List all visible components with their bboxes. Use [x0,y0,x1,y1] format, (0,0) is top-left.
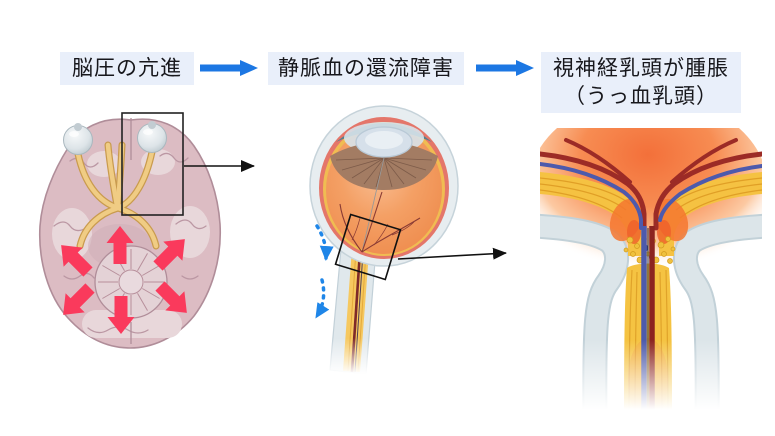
flow-arrow-icon [200,60,258,76]
retinal-vessels [540,138,762,231]
cerebellum [94,245,168,319]
ciliary-band [330,142,438,190]
flow-step-2-text: 静脈血の還流障害 [278,56,454,80]
brain-axial-illustration [38,118,222,349]
flow-step-1-label: 脳圧の亢進 [60,52,194,85]
flow-arrow-icon [476,60,534,76]
eye-globe [309,105,459,267]
nerve-sheath [540,213,762,422]
flow-step-3-text-line2: （うっ血乳頭） [564,84,718,108]
optic-disc-swelling-illustration [540,128,762,422]
flow-step-3-text-line1: 視神経乳頭が腫脹 [553,56,729,80]
flow-step-1-text: 脳圧の亢進 [72,56,182,80]
flow-step-3-label: 視神経乳頭が腫脹 （うっ血乳頭） [541,52,741,113]
eye-cross-section-illustration [309,105,459,374]
flow-step-2-label: 静脈血の還流障害 [268,52,464,85]
